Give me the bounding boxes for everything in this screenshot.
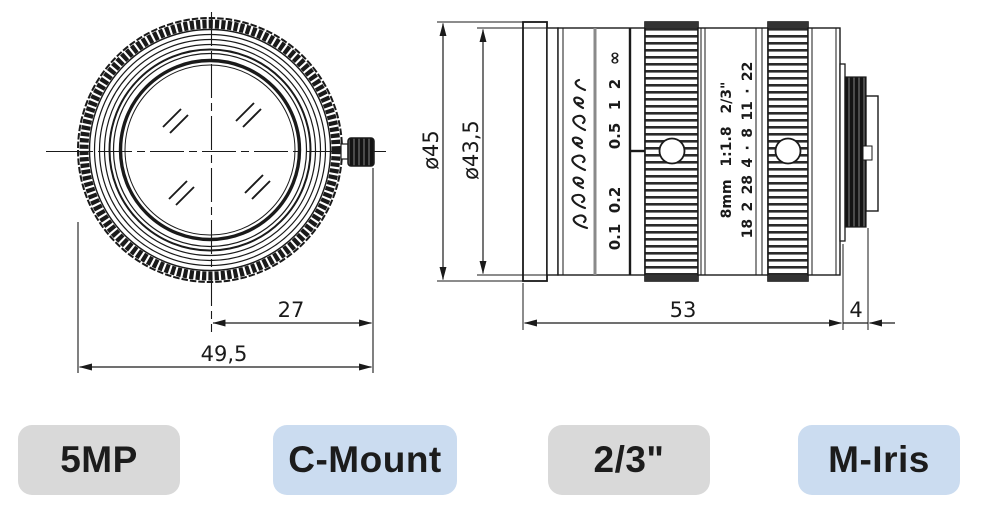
aperture-spec-label: 8mm 1:1.8 2/3" bbox=[719, 82, 735, 219]
focus-knurled-ring bbox=[644, 21, 699, 282]
barrel-section-aperture: 8mm 1:1.8 2/3" 18 2 28 4 · 8 11 · 22 bbox=[697, 27, 769, 276]
front-ring-section bbox=[522, 21, 548, 282]
dim-label-49-5: 49,5 bbox=[201, 342, 248, 366]
front-dimensions bbox=[77, 168, 374, 373]
rear-mount-assembly bbox=[807, 27, 879, 276]
dim-label-53: 53 bbox=[670, 298, 697, 322]
brand-script bbox=[571, 78, 589, 230]
badge-sensor-format: 2/3" bbox=[548, 425, 710, 495]
aperture-scale-label: 18 2 28 4 · 8 11 · 22 bbox=[740, 62, 756, 239]
badge-m-iris: M-Iris bbox=[798, 425, 960, 495]
glass-hatch-marks bbox=[162, 102, 271, 206]
front-knurled-ring bbox=[77, 17, 343, 283]
lens-technical-drawing: 27 49,5 0.1 0.2 0.5 bbox=[46, 12, 895, 373]
focus-scale: 0.1 0.2 0.5 1 2 ∞ bbox=[605, 51, 625, 250]
svg-text:∞: ∞ bbox=[605, 51, 625, 65]
barrel-section-focus: 0.1 0.2 0.5 1 2 ∞ bbox=[557, 27, 646, 276]
svg-text:0.1: 0.1 bbox=[606, 224, 624, 251]
badge-c-mount: C-Mount bbox=[273, 425, 457, 495]
front-lens-glass bbox=[118, 58, 302, 242]
svg-text:0.2: 0.2 bbox=[606, 187, 624, 214]
dia-label-45: ø45 bbox=[419, 130, 443, 170]
badge-5mp: 5MP bbox=[18, 425, 180, 495]
rear-cap-ring bbox=[839, 63, 846, 242]
dia-label-43-5: ø43,5 bbox=[459, 120, 483, 180]
front-step-ring bbox=[546, 27, 559, 276]
focus-ring-screw bbox=[658, 137, 686, 165]
svg-text:0.5: 0.5 bbox=[606, 123, 624, 150]
focus-thumb-knob bbox=[340, 137, 375, 167]
front-view: 27 49,5 bbox=[46, 12, 386, 373]
side-length-dimensions bbox=[522, 228, 895, 330]
dim-label-4: 4 bbox=[849, 298, 862, 322]
front-barrel-rings bbox=[93, 33, 327, 267]
side-diameter-dimensions bbox=[437, 21, 548, 282]
dim-label-27: 27 bbox=[278, 298, 305, 322]
iris-ring-screw bbox=[774, 137, 802, 165]
iris-knurled-ring bbox=[767, 21, 809, 282]
side-view: 0.1 0.2 0.5 1 2 ∞ bbox=[419, 21, 895, 330]
svg-text:2: 2 bbox=[606, 79, 624, 89]
svg-text:1: 1 bbox=[606, 100, 624, 110]
rear-notch bbox=[862, 145, 873, 161]
